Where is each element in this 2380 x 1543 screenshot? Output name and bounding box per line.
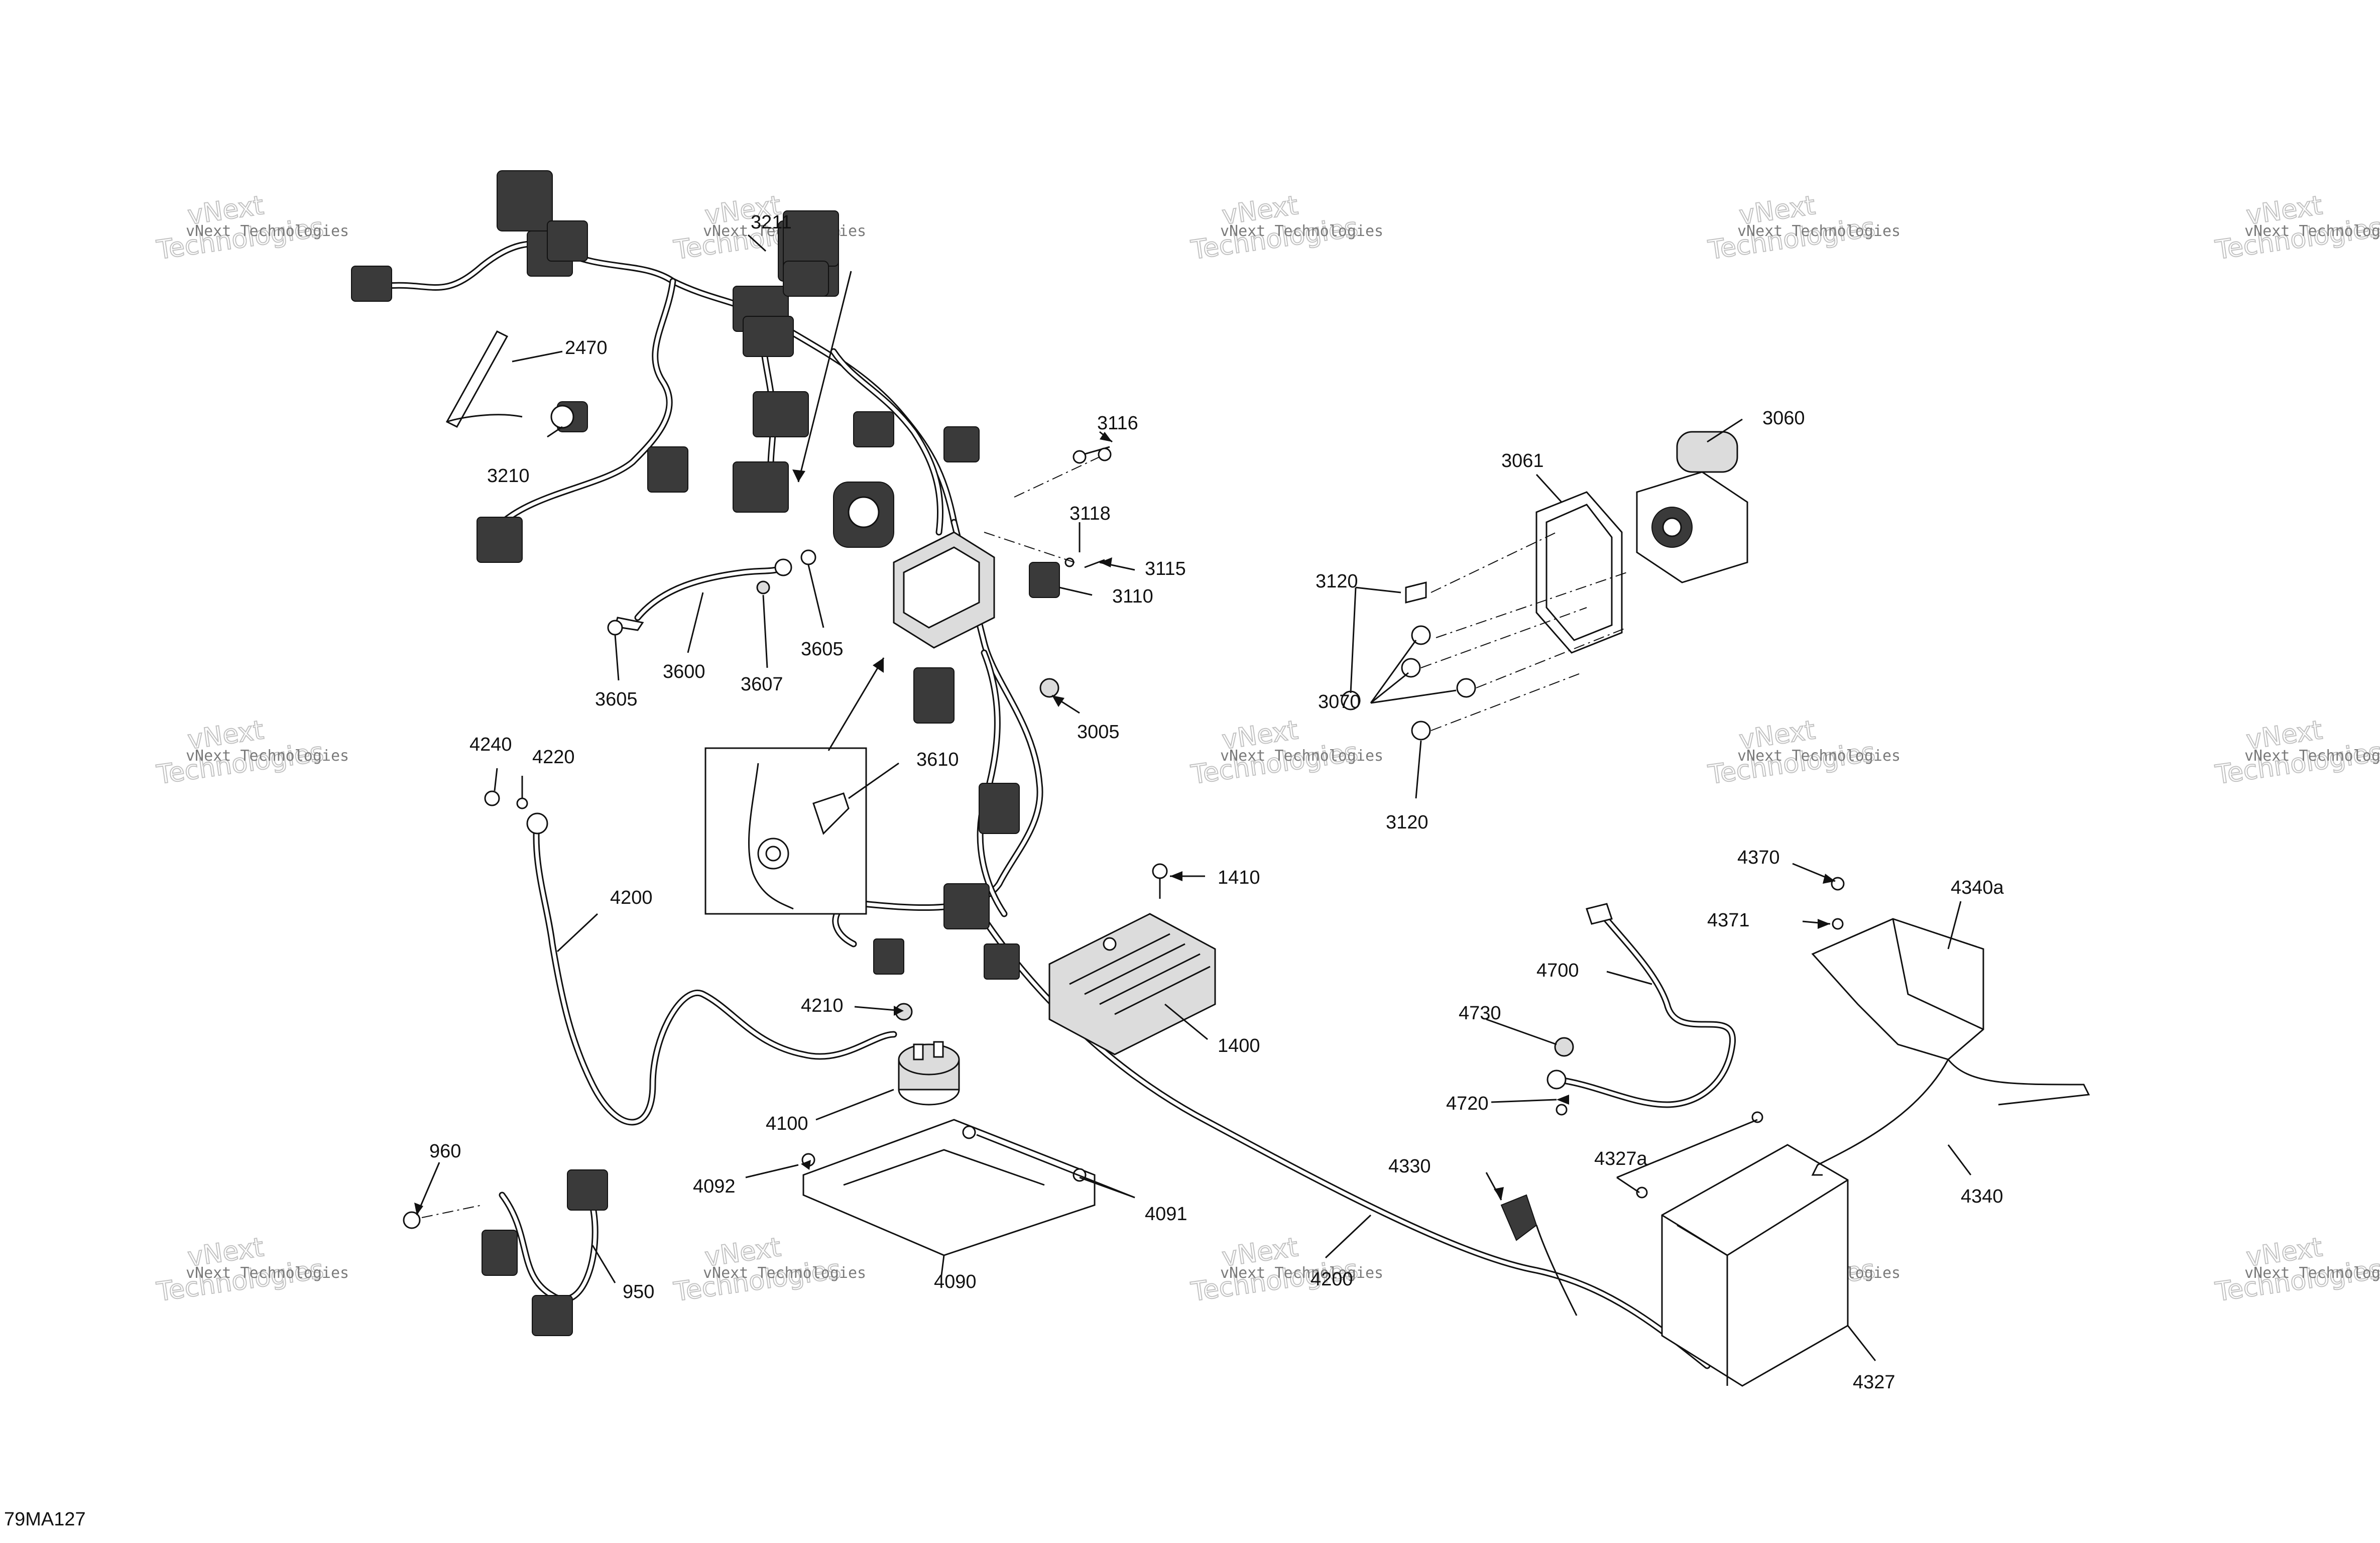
callout-3060: 3060 (1762, 408, 1805, 429)
diagram-code: 79MA127 (4, 1509, 86, 1530)
callout-1410: 1410 (1218, 867, 1260, 888)
callout-3605: 3605 (801, 639, 844, 660)
callout-1400: 1400 (1218, 1035, 1260, 1056)
callout-3061: 3061 (1501, 450, 1544, 471)
callout-4340: 4340 (1961, 1186, 2003, 1207)
svg-text:vNext Technologies: vNext Technologies (2244, 747, 2380, 765)
callout-3118: 3118 (1069, 503, 1111, 524)
callout-4200: 4200 (610, 887, 653, 908)
callout-3600: 3600 (663, 661, 705, 682)
callout-3070: 3070 (1318, 691, 1361, 713)
callout-3115: 3115 (1145, 558, 1186, 579)
callout-labels: 3211 2470 3210 3116 3118 3115 3110 3060 3061 3120… (429, 212, 2004, 1393)
svg-text:vNext Technologies: vNext Technologies (1737, 747, 1900, 765)
callout-3605: 3605 (595, 689, 638, 710)
callout-3211: 3211 (751, 212, 792, 233)
svg-text:vNext Technologies: vNext Technologies (186, 747, 349, 765)
callout-3607: 3607 (741, 674, 783, 695)
callout-4240: 4240 (469, 734, 512, 755)
callout-4220: 4220 (532, 747, 575, 768)
callout-3120: 3120 (1386, 812, 1429, 833)
callout-960: 960 (429, 1141, 461, 1162)
callout-3210: 3210 (487, 465, 530, 487)
inset-detail-3610 (704, 747, 867, 915)
callout-4091: 4091 (1145, 1204, 1187, 1225)
callout-3110: 3110 (1112, 586, 1153, 607)
leader-lines (416, 234, 1972, 1361)
svg-text:vNext Technologies: vNext Technologies (2244, 222, 2380, 240)
svg-text:vNext Technologies: vNext Technologies (703, 1264, 866, 1282)
callout-4200: 4200 (1311, 1269, 1353, 1290)
callout-4090: 4090 (934, 1271, 977, 1292)
callout-4100: 4100 (766, 1113, 808, 1134)
callout-4340a: 4340a (1951, 877, 2004, 898)
callout-4327: 4327 (1853, 1372, 1895, 1393)
callout-4330: 4330 (1388, 1156, 1431, 1177)
svg-text:vNext Technologies: vNext Technologies (2244, 1264, 2380, 1282)
main-wiring-harness (351, 170, 1711, 1369)
svg-text:vNext Technologies: vNext Technologies (1220, 222, 1383, 240)
callout-3005: 3005 (1077, 722, 1120, 743)
callout-4092: 4092 (693, 1176, 736, 1197)
svg-text:vNext Technologies: vNext Technologies (186, 222, 349, 240)
callout-3120: 3120 (1316, 571, 1358, 592)
callout-3610: 3610 (916, 749, 959, 770)
callout-950: 950 (623, 1281, 654, 1302)
callout-4370: 4370 (1737, 847, 1780, 868)
svg-text:vNext Technologies: vNext Technologies (1220, 1264, 1383, 1282)
callout-4700: 4700 (1536, 960, 1579, 981)
callout-2470: 2470 (565, 337, 608, 359)
svg-text:vNext Technologies: vNext Technologies (1220, 747, 1383, 765)
actuator-3060 (1636, 431, 1748, 583)
callout-3116: 3116 (1097, 413, 1138, 434)
svg-text:vNext Technologies: vNext Technologies (1737, 222, 1900, 240)
svg-text:vNext Technologies: vNext Technologies (186, 1264, 349, 1282)
callout-4371: 4371 (1707, 910, 1750, 931)
regulator-1400 (1048, 913, 1216, 1055)
callout-4327a: 4327a (1594, 1148, 1648, 1169)
callout-4210: 4210 (801, 995, 844, 1016)
callout-4730: 4730 (1459, 1003, 1501, 1024)
module-box (833, 482, 995, 649)
callout-4720: 4720 (1446, 1093, 1489, 1114)
solenoid-4100 (898, 1041, 960, 1106)
battery-4327 (1661, 1144, 1849, 1387)
